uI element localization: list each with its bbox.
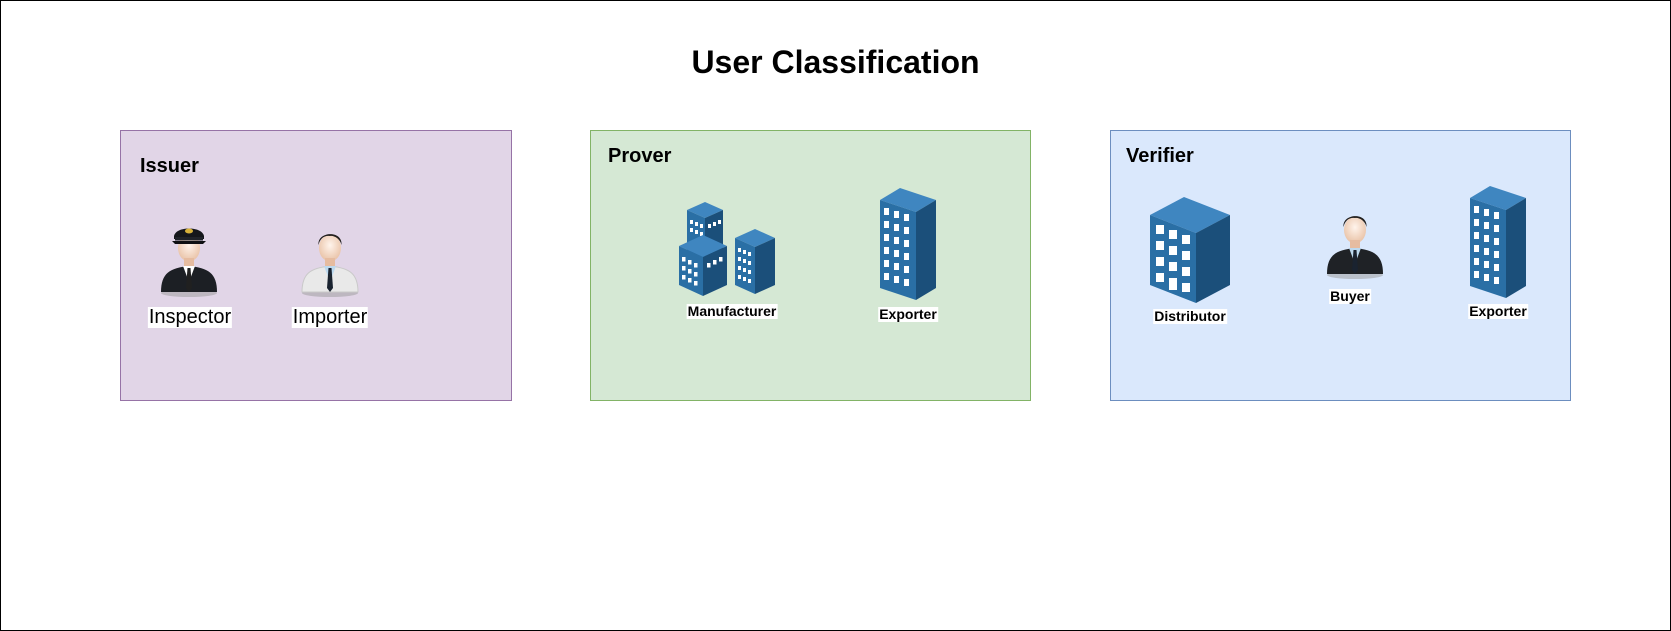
pilot-user-icon	[156, 218, 222, 298]
businessman-white-icon	[297, 218, 363, 298]
node-label-manufacturer: Manufacturer	[686, 303, 778, 319]
issuer-group-label: Issuer	[140, 155, 199, 177]
node-label-exporter: Exporter	[878, 306, 938, 322]
verifier-group-label: Verifier	[1126, 145, 1194, 167]
node-label-buyer: Buyer	[1329, 288, 1371, 304]
diagram-title: User Classification	[691, 44, 980, 80]
prover-group-label: Prover	[608, 145, 672, 167]
node-label-distributor: Distributor	[1153, 308, 1227, 324]
building-cluster-icon	[677, 202, 785, 298]
node-label-inspector: Inspector	[147, 306, 233, 328]
businessman-dark-icon	[1322, 200, 1388, 280]
tall-building-icon	[878, 188, 938, 300]
tall-building-icon	[1468, 186, 1528, 298]
node-label-exporter: Exporter	[1468, 303, 1528, 319]
prover-group	[590, 130, 1031, 401]
node-label-importer: Importer	[291, 306, 369, 328]
office-building-icon	[1148, 197, 1232, 303]
